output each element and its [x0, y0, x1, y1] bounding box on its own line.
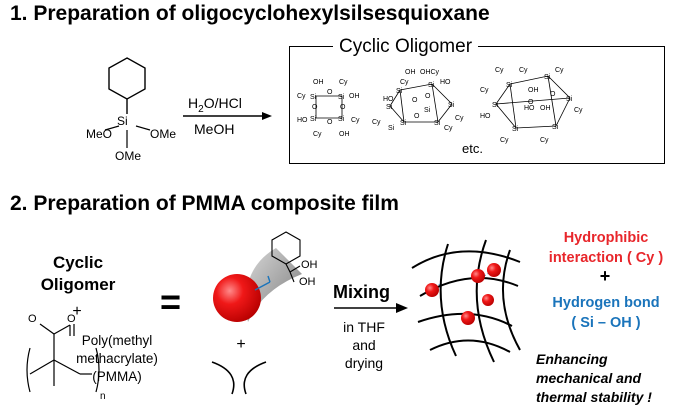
svg-text:OHCy: OHCy: [420, 69, 440, 76]
svg-text:Cy: Cy: [351, 117, 360, 124]
svg-text:Si: Si: [386, 104, 393, 111]
ome-bottom: OMe: [115, 149, 142, 163]
svg-text:Si: Si: [448, 102, 455, 109]
svg-text:O: O: [340, 104, 346, 111]
section2-title: 2. Preparation of PMMA composite film: [10, 192, 399, 215]
svg-text:Cy: Cy: [519, 67, 528, 74]
svg-text:Si: Si: [512, 126, 519, 133]
svg-text:Si: Si: [338, 116, 345, 123]
pmma-label: Poly(methyl methacrylate) (PMMA): [76, 333, 158, 384]
svg-text:Cy: Cy: [339, 79, 348, 86]
cyclic-oligomer-title: Cyclic Oligomer: [333, 36, 479, 58]
pmma-subscript-n: n: [100, 391, 106, 402]
svg-text:Cy: Cy: [400, 79, 409, 86]
svg-text:O: O: [425, 93, 431, 100]
svg-text:Si: Si: [428, 82, 435, 89]
svg-text:Si: Si: [388, 125, 395, 132]
svg-text:Si: Si: [492, 102, 499, 109]
svg-text:Si: Si: [424, 107, 431, 114]
svg-text:Cy: Cy: [444, 125, 453, 132]
svg-text:Cy: Cy: [455, 115, 464, 122]
svg-text:HO: HO: [480, 113, 491, 120]
svg-text:Si: Si: [434, 120, 441, 127]
ome-left: MeO: [86, 127, 113, 141]
svg-text:Si: Si: [552, 124, 559, 131]
svg-text:Si: Si: [396, 88, 403, 95]
svg-text:O: O: [327, 89, 333, 96]
svg-text:O: O: [327, 119, 333, 126]
svg-text:O: O: [414, 113, 420, 120]
reagent-top: H2O/HCl: [188, 95, 242, 115]
svg-text:Si: Si: [506, 82, 513, 89]
mixing-conditions: in THF and drying: [343, 319, 385, 371]
svg-text:Si: Si: [400, 120, 407, 127]
svg-text:Cy: Cy: [495, 67, 504, 74]
mixing-label: Mixing: [333, 282, 390, 302]
cyclic-oligomer-label: Cyclic Oligomer: [40, 253, 116, 294]
svg-text:Si: Si: [544, 74, 551, 81]
svg-text:OH: OH: [339, 131, 350, 138]
svg-text:Cy: Cy: [313, 131, 322, 138]
svg-text:Cy: Cy: [372, 119, 381, 126]
svg-text:HO: HO: [440, 79, 451, 86]
svg-text:OH: OH: [528, 87, 539, 94]
svg-text:OH: OH: [405, 69, 416, 76]
svg-text:O: O: [412, 97, 418, 104]
plus-top: +: [72, 303, 82, 320]
svg-text:O: O: [528, 99, 534, 106]
svg-text:HO: HO: [297, 117, 308, 124]
svg-text:O: O: [67, 313, 76, 325]
oh-bottom: OH: [299, 276, 316, 288]
svg-text:Si: Si: [310, 94, 317, 101]
svg-text:O: O: [550, 91, 556, 98]
si-atom: Si: [117, 114, 128, 128]
svg-text:Cy: Cy: [540, 137, 549, 144]
enhancing-label: Enhancing mechanical and thermal stabili…: [536, 351, 652, 405]
svg-text:HO: HO: [383, 96, 394, 103]
svg-text:HO: HO: [524, 105, 535, 112]
svg-text:Cy: Cy: [500, 137, 509, 144]
etc-label: etc.: [462, 141, 483, 156]
svg-text:Cy: Cy: [555, 67, 564, 74]
hydrogen-bond-label: Hydrogen bond ( Si – OH ): [552, 295, 660, 331]
svg-text:O: O: [28, 313, 37, 325]
svg-text:Si: Si: [310, 116, 317, 123]
svg-text:O: O: [312, 104, 318, 111]
svg-text:Cy: Cy: [574, 107, 583, 114]
svg-text:OH: OH: [540, 105, 551, 112]
svg-text:OH: OH: [349, 93, 360, 100]
plus-mid: +: [236, 336, 246, 353]
plus-right: +: [599, 266, 611, 286]
svg-text:OH: OH: [313, 79, 324, 86]
svg-text:Si: Si: [338, 94, 345, 101]
section1-title: 1. Preparation of oligocyclohexylsilsesq…: [10, 2, 490, 25]
hydrophobic-label: Hydrophibic interaction ( Cy ): [548, 230, 664, 266]
svg-text:Cy: Cy: [297, 93, 306, 100]
oh-top: OH: [301, 259, 318, 271]
ome-right: OMe: [150, 127, 177, 141]
equals-sign: =: [160, 281, 182, 322]
svg-text:Cy: Cy: [480, 87, 489, 94]
reagent-bottom: MeOH: [194, 121, 235, 137]
svg-text:Si: Si: [566, 96, 573, 103]
